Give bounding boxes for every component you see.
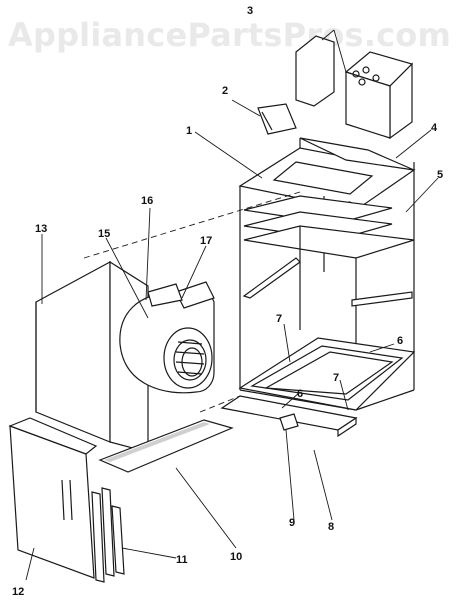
callout-labels: 1 2 3 4 5 6 6 7 7 8 9 10 11 12 13 15 16 … xyxy=(12,5,443,598)
callout-12: 12 xyxy=(12,586,24,598)
leader-lines xyxy=(25,99,439,581)
cabinet-body[interactable] xyxy=(239,170,415,411)
callout-9: 9 xyxy=(289,517,295,529)
callout-2: 2 xyxy=(222,85,228,97)
callout-15: 15 xyxy=(98,228,110,240)
callout-4: 4 xyxy=(431,122,438,134)
part-8-base-pan[interactable] xyxy=(220,395,358,438)
part-15-blower-assembly[interactable] xyxy=(119,281,215,394)
callout-6-left: 6 xyxy=(297,388,303,400)
callout-10: 10 xyxy=(230,551,242,563)
callout-1: 1 xyxy=(186,125,192,137)
callout-7-right: 7 xyxy=(333,372,339,384)
part-10-bottom-panel[interactable] xyxy=(98,419,234,473)
part-3-control-box[interactable] xyxy=(295,29,414,140)
callout-3: 3 xyxy=(247,5,253,17)
callout-11: 11 xyxy=(176,554,188,566)
callout-5: 5 xyxy=(437,169,443,181)
callout-8: 8 xyxy=(328,521,334,533)
part-6-base-rails[interactable] xyxy=(238,337,416,411)
part-11-channel-strips[interactable] xyxy=(91,487,125,583)
watermark-text: AppliancePartsPros.com xyxy=(8,16,451,54)
part-2-access-panel[interactable] xyxy=(257,103,297,135)
callout-7-left: 7 xyxy=(276,313,282,325)
callout-6-right: 6 xyxy=(397,335,403,347)
callout-16: 16 xyxy=(141,195,153,207)
part-9-bracket[interactable] xyxy=(279,413,299,431)
callout-17: 17 xyxy=(200,235,212,247)
part-12-door-panel[interactable] xyxy=(8,417,98,579)
callout-13: 13 xyxy=(35,223,47,235)
